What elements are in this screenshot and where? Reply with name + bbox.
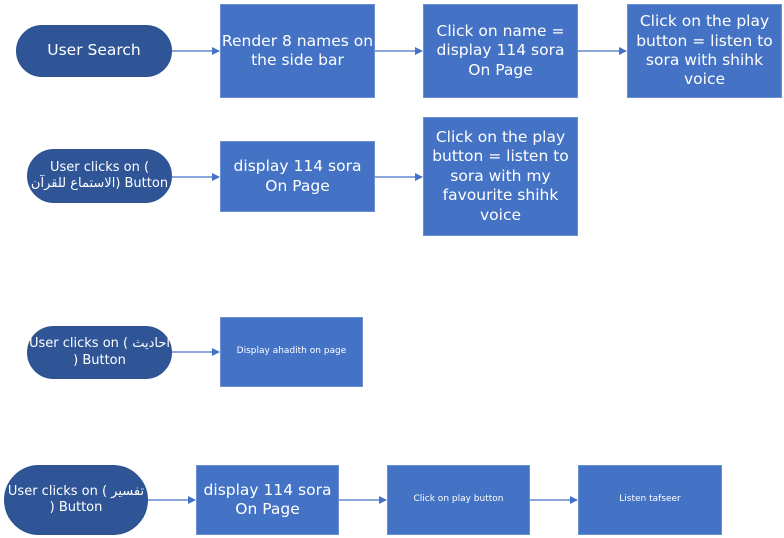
step-render-names: Render 8 names on the side bar	[220, 4, 375, 98]
step-display-sora: display 114 sora On Page	[220, 141, 375, 212]
step-display-sora: display 114 sora On Page	[196, 465, 339, 535]
start-quran-button: User clicks on ( الاستماع للقرآن) Button	[27, 149, 172, 203]
step-label: display 114 sora On Page	[233, 157, 362, 195]
step-listen-sora: Click on the play button = listen to sor…	[627, 4, 782, 98]
step-label: display 114 sora On Page	[203, 480, 332, 518]
start-user-search: User Search	[16, 25, 172, 77]
start-label: User clicks on ( تفسير ) Button	[7, 483, 145, 515]
step-label: Click on the play button = listen to sor…	[636, 12, 773, 89]
step-label: Listen tafseer	[619, 494, 681, 505]
step-display-ahadith: Display ahadith on page	[220, 317, 363, 387]
step-label: Click on the play button = listen to sor…	[432, 128, 569, 224]
start-ahadith-button: User clicks on ( احاديث ) Button	[27, 326, 172, 379]
step-label: Click on play button	[413, 494, 504, 505]
step-listen-favourite: Click on the play button = listen to sor…	[423, 117, 578, 236]
start-label: User Search	[47, 41, 141, 60]
step-label: Click on name = display 114 sora On Page	[436, 21, 565, 79]
start-label: User clicks on ( الاستماع للقرآن) Button	[30, 159, 169, 191]
step-display-sora: Click on name = display 114 sora On Page	[423, 4, 578, 98]
step-label: Display ahadith on page	[236, 346, 347, 357]
start-label: User clicks on ( احاديث ) Button	[28, 336, 171, 368]
start-tafseer-button: User clicks on ( تفسير ) Button	[4, 465, 148, 535]
step-click-play: Click on play button	[387, 465, 530, 535]
step-label: Render 8 names on the side bar	[221, 31, 374, 69]
step-listen-tafseer: Listen tafseer	[578, 465, 722, 535]
